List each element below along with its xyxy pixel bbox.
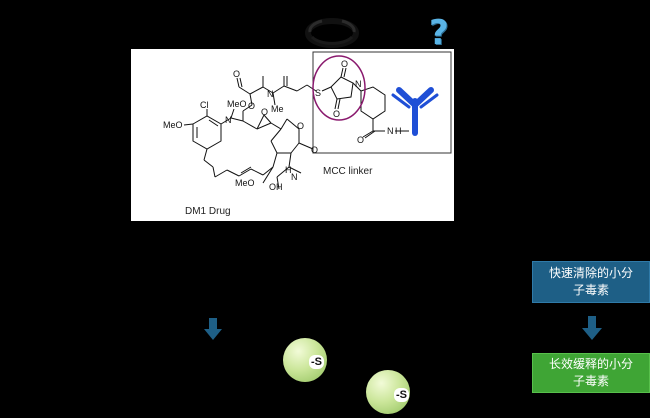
atom-meo-left: MeO xyxy=(163,120,183,130)
down-arrow-icon-right xyxy=(582,316,602,340)
maleimide-highlight-circle xyxy=(312,55,366,121)
chemical-structure-diagram: Cl MeO N MeO O O N Me O O O H N MeO OH S… xyxy=(163,51,452,217)
atom-s: S xyxy=(315,88,321,98)
sustained-release-box: 长效缓释的小分 子毒素 xyxy=(532,353,650,393)
atom-amide-o: O xyxy=(357,135,364,145)
antibody-icon xyxy=(396,87,434,136)
thiol-tag-1: -S xyxy=(309,355,324,369)
atom-amide-h: H xyxy=(395,126,402,136)
atom-o-epox: O xyxy=(261,107,268,117)
down-arrow-icon-left xyxy=(204,318,222,340)
fast-clearance-line2: 子毒素 xyxy=(572,283,609,297)
atom-oh: OH xyxy=(269,182,283,192)
fast-clearance-box: 快速清除的小分 子毒素 xyxy=(532,261,650,303)
atom-me: Me xyxy=(271,104,284,114)
atom-n-carb: N xyxy=(291,172,298,182)
structure-panel xyxy=(131,49,454,221)
linker-bonds xyxy=(321,67,409,139)
drug-label: DM1 Drug xyxy=(185,206,231,217)
atom-n-amide: N xyxy=(225,115,232,125)
question-mark-icon: ? xyxy=(429,13,449,53)
ring-icon xyxy=(305,18,359,48)
atom-o-ester: O xyxy=(248,101,255,111)
drug-bonds xyxy=(183,76,317,190)
atom-meo-top: MeO xyxy=(227,99,247,109)
atom-mal-o-top: O xyxy=(341,59,348,69)
atom-amide-n: N xyxy=(387,126,394,136)
atom-meo-bottom: MeO xyxy=(235,178,255,188)
atom-o-ketone: O xyxy=(233,69,240,79)
atom-cl: Cl xyxy=(200,100,209,110)
atom-n-me: N xyxy=(267,89,274,99)
linker-box xyxy=(312,51,452,154)
sustained-release-line1: 长效缓释的小分 xyxy=(548,357,633,371)
fast-clearance-line1: 快速清除的小分 xyxy=(548,266,633,280)
thiol-tag-2: -S xyxy=(394,388,409,402)
atom-nh: H xyxy=(285,165,292,175)
sustained-release-line2: 子毒素 xyxy=(572,374,609,388)
atom-o-carb: O xyxy=(311,145,318,155)
atom-o-ring: O xyxy=(297,121,304,131)
linker-label: MCC linker xyxy=(323,166,373,177)
atom-mal-n: N xyxy=(355,79,362,89)
atom-mal-o-bot: O xyxy=(333,109,340,119)
